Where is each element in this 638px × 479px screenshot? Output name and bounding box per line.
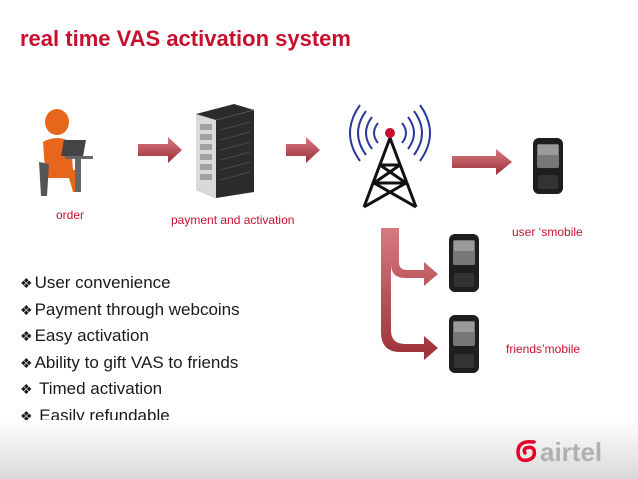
list-item: ❖Ability to gift VAS to friends <box>20 350 240 377</box>
list-item: ❖User convenience <box>20 270 240 297</box>
feature-list: ❖User convenience ❖Payment through webco… <box>20 270 240 429</box>
arrow-tower-to-friends <box>381 228 438 360</box>
airtel-logo-wordmark: airtel <box>540 437 602 468</box>
arrow-tower-to-user <box>452 149 512 175</box>
diamond-bullet-icon: ❖ <box>20 302 33 318</box>
list-item: ❖ Timed activation <box>20 376 240 403</box>
diamond-bullet-icon: ❖ <box>20 381 33 397</box>
diamond-bullet-icon: ❖ <box>20 328 33 344</box>
caption-user-mobile: user ‘smobile <box>512 225 583 239</box>
arrow-order-to-payment <box>138 137 182 163</box>
caption-friends-mobile: friends’mobile <box>506 342 580 356</box>
airtel-logo-icon <box>514 438 540 466</box>
list-item: ❖Easy activation <box>20 323 240 350</box>
diamond-bullet-icon: ❖ <box>20 275 33 291</box>
caption-payment-activation: payment and activation <box>171 213 294 227</box>
diamond-bullet-icon: ❖ <box>20 355 33 371</box>
arrow-payment-to-tower <box>286 137 320 163</box>
list-item: ❖Payment through webcoins <box>20 297 240 324</box>
caption-order: order <box>56 208 84 222</box>
